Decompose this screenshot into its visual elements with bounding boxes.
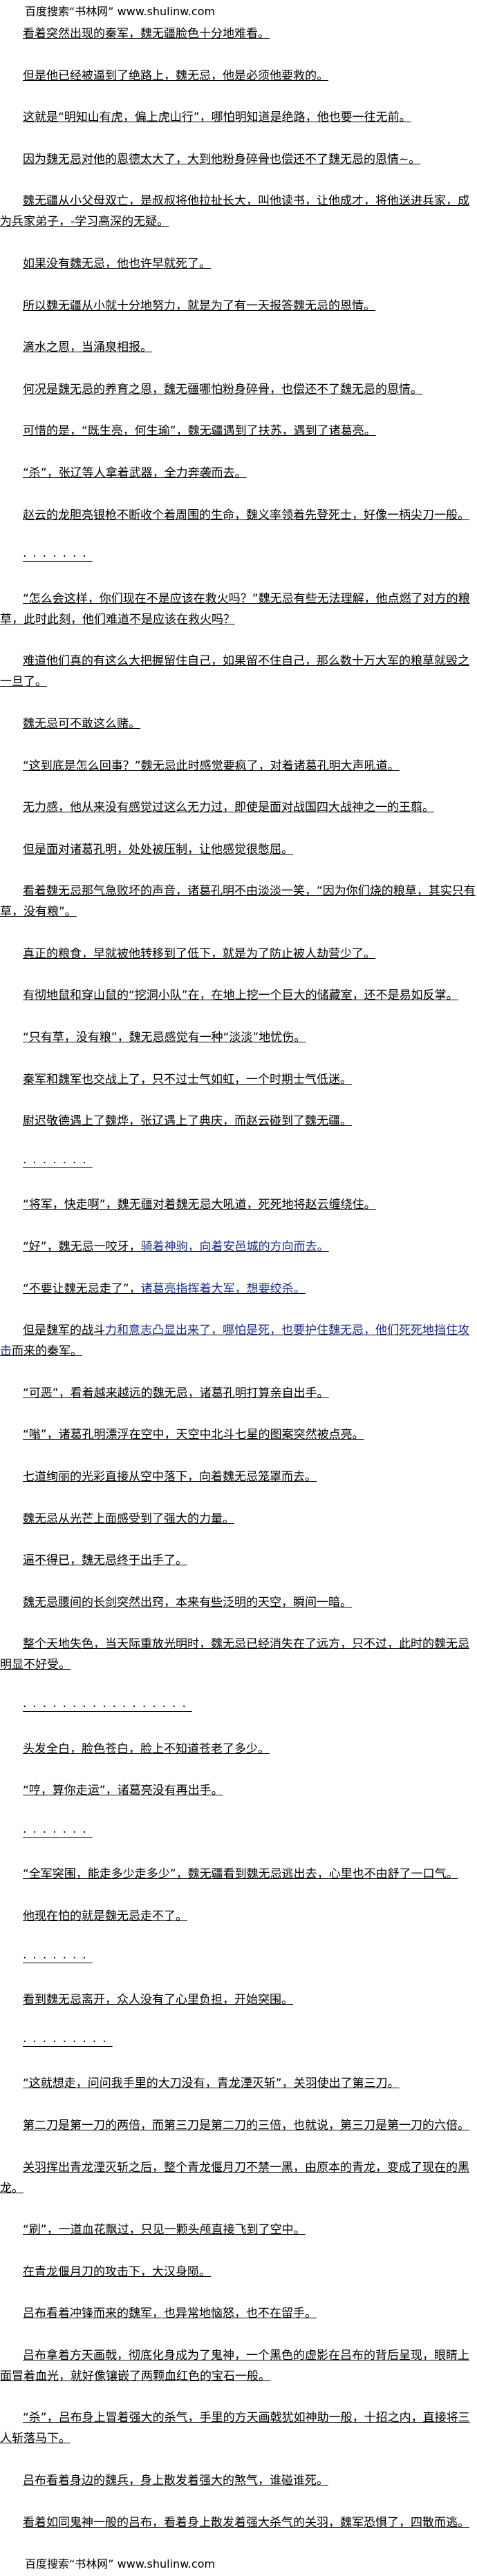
paragraph: “怎么会这样，你们现在不是应该在救火吗？”魏无忌有些无法理解，他点燃了对方的粮草… xyxy=(0,591,470,627)
paragraph: 有彻地鼠和穿山鼠的“挖洞小队”在，在地上挖一个巨大的储藏室，还不是易如反掌。 xyxy=(23,989,458,1003)
paragraph: “这到底是怎么回事？”魏无忌此时感觉要疯了，对着诸葛孔明大声吼道。 xyxy=(23,759,400,773)
paragraph: 头发全白，脸色苍白，脸上不知道苍老了多少。 xyxy=(23,1742,270,1756)
paragraph: 逼不得已，魏无忌终于出手了。 xyxy=(23,1554,187,1568)
paragraph: 赵云的龙胆亮银枪不断收个着周围的生命，魏义率领着先登死士，好像一柄尖刀一般。 xyxy=(23,508,469,522)
paragraph: “刷”，一道血花飘过，只见一颗头颅直接飞到了空中。 xyxy=(23,2223,306,2238)
paragraph-segment: 但是魏军的战斗 xyxy=(23,1324,105,1338)
paragraph-segment: “不要让魏无忌走了”， xyxy=(23,1281,141,1296)
section-break: ······· xyxy=(23,1951,93,1965)
paragraph: 整个天地失色，当天际重放光明时，魏无忌已经消失在了远方，只不过，此时的魏无忌明显… xyxy=(0,1637,469,1672)
paragraph: 七道绚丽的光彩直接从空中落下，向着魏无忌笼罩而去。 xyxy=(23,1470,317,1484)
paragraph: 无力感，他从来没有感觉过这么无力过，即使是面对战国四大战神之一的王翦。 xyxy=(23,801,434,815)
paragraph: 因为魏无忌对他的恩德太大了，大到他粉身碎骨也偿还不了魏无忌的恩情~。 xyxy=(23,152,421,166)
paragraph: 第二刀是第一刀的两倍，而第三刀是第二刀的三倍，也就说，第三刀是第一刀的六倍。 xyxy=(23,2118,469,2133)
paragraph: 吕布看着冲锋而来的魏军，也异常地恼怒，也不在留手。 xyxy=(23,2307,317,2321)
paragraph: 但是他已经被逼到了绝路上，魏无忌，他是必须他要救的。 xyxy=(23,68,328,83)
paragraph: 魏无忌可不敢这么赌。 xyxy=(23,716,140,731)
paragraph: “杀”，吕布身上冒着强大的杀气，手里的方天画戟犹如神助一般，十招之内，直接将三人… xyxy=(0,2411,470,2446)
paragraph: “只有草，没有粮”，魏无忌感觉有一种“淡淡”地忧伤。 xyxy=(23,1031,306,1045)
paragraph: 魏无忌从光芒上面感受到了强大的力量。 xyxy=(23,1511,234,1526)
paragraph: 关羽挥出青龙湮灭斩之后，整个青龙偃月刀不禁一黑，由原本的青龙，变成了现在的黑龙。 xyxy=(0,2160,469,2195)
paragraph: “全军突围，能走多少走多少”，魏无疆看到魏无忌逃出去，心里也不由舒了一口气。 xyxy=(23,1867,458,1882)
paragraph: “嗡”，诸葛孔明漂浮在空中，天空中北斗七星的图案突然被点亮。 xyxy=(23,1428,364,1442)
paragraph: 但是魏军的战斗力和意志凸显出来了，哪怕是死，也要护住魏无忌，他们死死地挡住攻击而… xyxy=(0,1320,477,1362)
section-break: ······· xyxy=(23,1825,93,1840)
paragraph: 在青龙偃月刀的攻击下，大汉身陨。 xyxy=(23,2264,211,2279)
article-body: 看着突然出现的秦军，魏无疆脸色十分地难看。但是他已经被逼到了绝路上，魏无忌，他是… xyxy=(0,23,477,2533)
paragraph: 但是面对诸葛孔明，处处被压制，让他感觉很憋屈。 xyxy=(23,842,293,857)
site-banner-top: 百度搜索“书林网” www.shulinw.com xyxy=(25,5,216,18)
section-break: ················· xyxy=(23,1699,192,1714)
paragraph: 看着突然出现的秦军，魏无疆脸色十分地难看。 xyxy=(23,27,270,41)
section-break: ······· xyxy=(23,1156,93,1170)
paragraph: 看着魏无忌那气急败坏的声音，诸葛孔明不由淡淡一笑，“因为你们烧的粮草，其实只有草… xyxy=(0,884,476,919)
section-break: ········· xyxy=(23,2034,113,2049)
paragraph-segment: 骑着神驹，向着安邑城的方向而去。 xyxy=(140,1240,329,1254)
paragraph: 如果没有魏无忌，他也许早就死了。 xyxy=(23,256,211,271)
paragraph: 魏无疆从小父母双亡，是叔叔将他拉扯长大，叫他读书，让他成才，将他送进兵家，成为兵… xyxy=(0,194,469,229)
paragraph: 这就是“明知山有虎，偏上虎山行”，哪怕明知道是绝路，他也要一往无前。 xyxy=(23,111,411,125)
paragraph: 他现在怕的就是魏无忌走不了。 xyxy=(23,1909,187,1923)
paragraph: 所以魏无疆从小就十分地努力，就是为了有一天报答魏无忌的恩情。 xyxy=(23,298,375,313)
site-banner-bottom: 百度搜索“书林网” www.shulinw.com xyxy=(25,2557,216,2571)
section-break: ······· xyxy=(23,550,93,564)
paragraph: “可恶”，看着越来越远的魏无忌，诸葛孔明打算亲自出手。 xyxy=(23,1386,329,1400)
paragraph: “好”，魏无忌一咬牙，骑着神驹，向着安邑城的方向而去。 xyxy=(0,1237,477,1257)
paragraph: 何况是魏无忌的养育之恩，魏无疆哪怕粉身碎骨，也偿还不了魏无忌的恩情。 xyxy=(23,382,422,397)
paragraph: 吕布看着身边的魏兵，身上散发着强大的煞气，谁碰谁死。 xyxy=(23,2474,328,2488)
paragraph: “这就想走，问问我手里的大刀没有，青龙湮灭斩”，关羽使出了第三刀。 xyxy=(23,2077,400,2091)
paragraph: 看着如同鬼神一般的吕布，看着身上散发着强大杀气的关羽，魏军恐惧了，四散而逃。 xyxy=(23,2515,469,2530)
paragraph: 尉迟敬德遇上了魏烨，张辽遇上了典庆，而赵云碰到了魏无疆。 xyxy=(23,1114,352,1129)
paragraph: “杀”，张辽等人拿着武器，全力奔袭而去。 xyxy=(23,466,247,480)
paragraph-segment: 力和意志凸显出来了，哪怕是死，也要护住魏无忌，他们死死地挡住攻击 xyxy=(0,1324,469,1359)
paragraph: 可惜的是，“既生亮，何生瑜”，魏无疆遇到了扶苏，遇到了诸葛亮。 xyxy=(23,424,376,439)
paragraph: 滴水之恩，当涌泉相报。 xyxy=(23,341,152,355)
paragraph: 吕布拿着方天画戟，彻底化身成为了鬼神，一个黑色的虚影在吕布的背后呈现，眼睛上面冒… xyxy=(0,2348,469,2383)
paragraph-segment: 诸葛亮指挥着大军，想要绞杀。 xyxy=(140,1281,306,1296)
paragraph: “哼，算你走运”，诸葛亮没有再出手。 xyxy=(23,1784,223,1798)
paragraph: 秦军和魏军也交战上了，只不过士气如虹，一个时期士气低迷。 xyxy=(23,1072,352,1087)
paragraph: 看到魏无忌离开，众人没有了心里负担，开始突围。 xyxy=(23,1993,293,2007)
paragraph-segment: “好”，魏无忌一咬牙， xyxy=(23,1240,141,1254)
paragraph: “将军，快走啊”，魏无疆对着魏无忌大吼道，死死地将赵云缠绕住。 xyxy=(23,1198,376,1212)
paragraph-segment: 而来的秦军。 xyxy=(12,1344,82,1359)
paragraph: 真正的粮食，早就被他转移到了低下，就是为了防止被人劫营少了。 xyxy=(23,946,375,961)
paragraph: “不要让魏无忌走了”，诸葛亮指挥着大军，想要绞杀。 xyxy=(0,1279,477,1299)
paragraph: 难道他们真的有这么大把握留住自己，如果留不住自己，那么数十万大军的粮草就毁之一旦… xyxy=(0,654,469,689)
paragraph: 魏无忌腰间的长剑突然出窍，本来有些泛明的天空，瞬间一暗。 xyxy=(23,1595,352,1610)
